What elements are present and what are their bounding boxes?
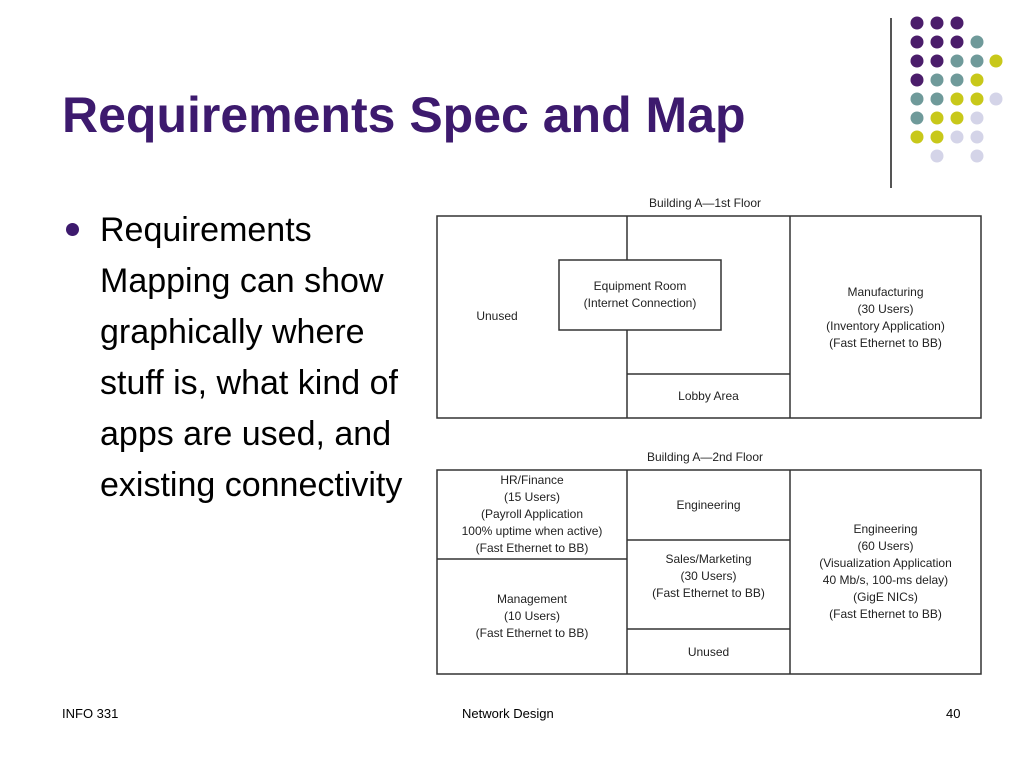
decorative-dot	[970, 35, 984, 49]
footer-course: INFO 331	[62, 706, 119, 721]
decorative-dot	[950, 73, 964, 87]
footer-subject: Network Design	[462, 706, 554, 721]
decorative-dot	[930, 92, 944, 106]
management-label: Management (10 Users) (Fast Ethernet to …	[475, 592, 589, 640]
floor1-unused-label: Unused	[476, 309, 518, 323]
decorative-dot	[989, 54, 1003, 68]
decorative-dot	[910, 111, 924, 125]
hr-finance-label: HR/Finance (15 Users) (Payroll Applicati…	[461, 473, 603, 555]
decorative-dot	[930, 111, 944, 125]
decorative-dot	[910, 16, 924, 30]
bullet-text: Requirements Mapping can show graphicall…	[100, 211, 403, 504]
equipment-room-label: Equipment Room (Internet Connection)	[583, 279, 697, 310]
lobby-label: Lobby Area	[678, 389, 739, 403]
decorative-dot	[970, 149, 984, 163]
decorative-dot	[910, 54, 924, 68]
decorative-dot	[930, 130, 944, 144]
decorative-dot	[930, 35, 944, 49]
title-divider-line	[890, 18, 892, 188]
decorative-dot	[930, 149, 944, 163]
engineering-small-label: Engineering	[676, 498, 741, 512]
decorative-dot	[910, 92, 924, 106]
manufacturing-label: Manufacturing (30 Users) (Inventory Appl…	[826, 285, 945, 350]
decorative-dot	[930, 54, 944, 68]
decorative-dot	[970, 73, 984, 87]
decorative-dot	[910, 35, 924, 49]
decorative-dot	[910, 73, 924, 87]
sales-marketing-label: Sales/Marketing (30 Users) (Fast Etherne…	[652, 552, 765, 600]
decorative-dot	[950, 130, 964, 144]
decorative-dot	[950, 16, 964, 30]
floor2-unused-label: Unused	[687, 645, 730, 659]
decorative-dot	[950, 54, 964, 68]
decorative-dot	[930, 16, 944, 30]
decorative-dot	[910, 130, 924, 144]
decorative-dot	[950, 92, 964, 106]
engineering-large-label: Engineering (60 Users) (Visualization Ap…	[819, 522, 952, 621]
decorative-dot	[970, 111, 984, 125]
footer-page-number: 40	[946, 706, 961, 721]
decorative-dot	[970, 130, 984, 144]
slide-title: Requirements Spec and Map	[62, 87, 746, 143]
floor1-title: Building A—1st Floor	[648, 196, 762, 210]
decorative-dot	[950, 111, 964, 125]
decorative-dot	[930, 73, 944, 87]
floor2-title: Building A—2nd Floor	[646, 450, 764, 464]
decorative-dot	[950, 35, 964, 49]
decorative-dot-grid	[910, 16, 1003, 163]
decorative-dot	[989, 92, 1003, 106]
decorative-dot	[970, 54, 984, 68]
bullet-icon	[66, 223, 79, 236]
decorative-dot	[970, 92, 984, 106]
